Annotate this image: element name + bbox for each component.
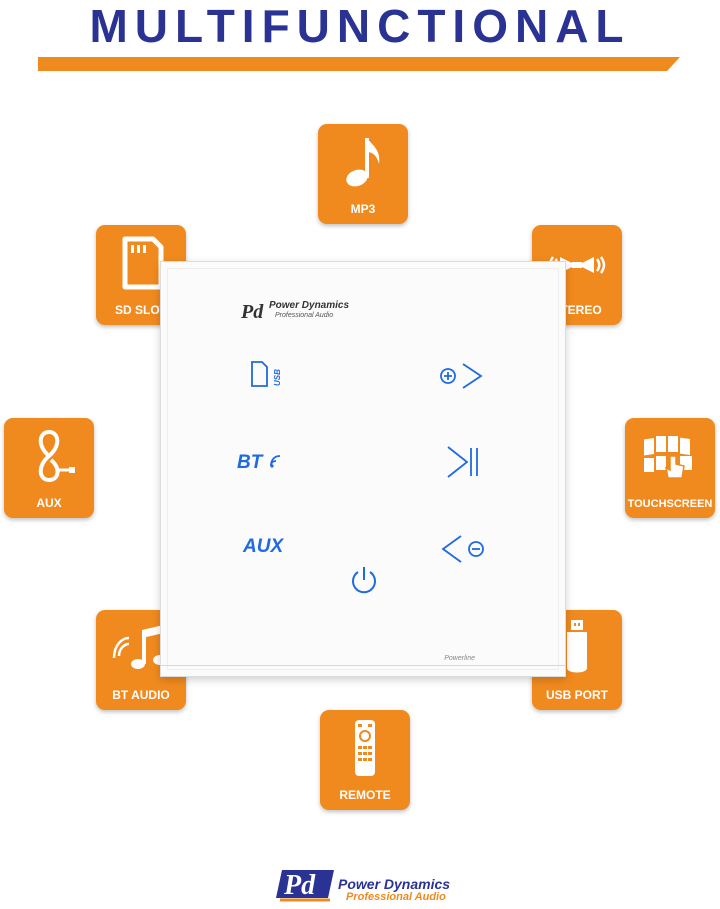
volume-up-next-button[interactable]	[439, 362, 485, 395]
panel-brand-logo: Pd Power Dynamics Professional Audio	[240, 300, 349, 327]
feature-label: MP3	[350, 202, 376, 216]
headline: MULTIFUNCTIONAL	[89, 0, 631, 52]
power-dynamics-logo-icon: Pd	[276, 870, 334, 902]
feature-label: TOUCHSCREEN	[627, 498, 713, 510]
footer-brand-logo: Pd Power Dynamics Professional Audio	[276, 864, 476, 904]
panel-series-label: Powerline	[444, 655, 475, 662]
aux-cable-icon	[38, 429, 75, 483]
bt-label: BT	[237, 452, 263, 473]
svg-text:Pd: Pd	[283, 870, 316, 901]
usb-stick-icon	[567, 620, 587, 673]
feature-label: BT AUDIO	[112, 688, 170, 702]
power-dynamics-logo-icon: Pd	[240, 301, 264, 323]
sd-card-outline-icon	[251, 361, 268, 387]
prev-minus-icon	[441, 535, 484, 563]
feature-mp3: MP3	[318, 124, 408, 224]
wireless-signal-icon	[269, 455, 280, 468]
music-note-icon	[346, 138, 380, 187]
power-button[interactable]	[349, 564, 379, 601]
remote-icon	[355, 720, 375, 776]
touchscreen-icon	[644, 436, 692, 479]
panel-inner-frame	[167, 268, 559, 670]
feature-touchscreen: TOUCHSCREEN	[625, 418, 715, 518]
footer-brand-sub: Professional Audio	[346, 891, 446, 903]
wall-panel: Pd Power Dynamics Professional Audio USB…	[160, 261, 566, 677]
play-pause-icon	[447, 446, 478, 478]
feature-label: SD SLOT	[114, 303, 167, 317]
panel-brand-sub: Professional Audio	[275, 312, 334, 319]
aux-label: AUX	[243, 536, 284, 557]
feature-aux: AUX	[4, 418, 94, 518]
aux-source-button[interactable]: AUX	[243, 536, 283, 558]
play-pause-button[interactable]	[445, 444, 481, 485]
usb-label: USB	[273, 369, 282, 386]
bt-source-button[interactable]: BT	[237, 452, 287, 474]
panel-brand-name: Power Dynamics	[269, 300, 350, 311]
panel-divider	[161, 665, 565, 666]
power-icon	[352, 567, 376, 594]
feature-label: USB PORT	[545, 688, 608, 702]
feature-remote: REMOTE	[320, 710, 410, 810]
plus-next-icon	[440, 363, 483, 389]
feature-label: REMOTE	[339, 788, 391, 802]
footer-brand-name: Power Dynamics	[338, 876, 451, 892]
feature-label: AUX	[36, 496, 62, 510]
svg-text:Pd: Pd	[241, 301, 264, 322]
volume-down-prev-button[interactable]	[439, 534, 487, 569]
usb-source-button[interactable]: USB	[247, 360, 282, 393]
headline-stripe	[38, 57, 680, 71]
